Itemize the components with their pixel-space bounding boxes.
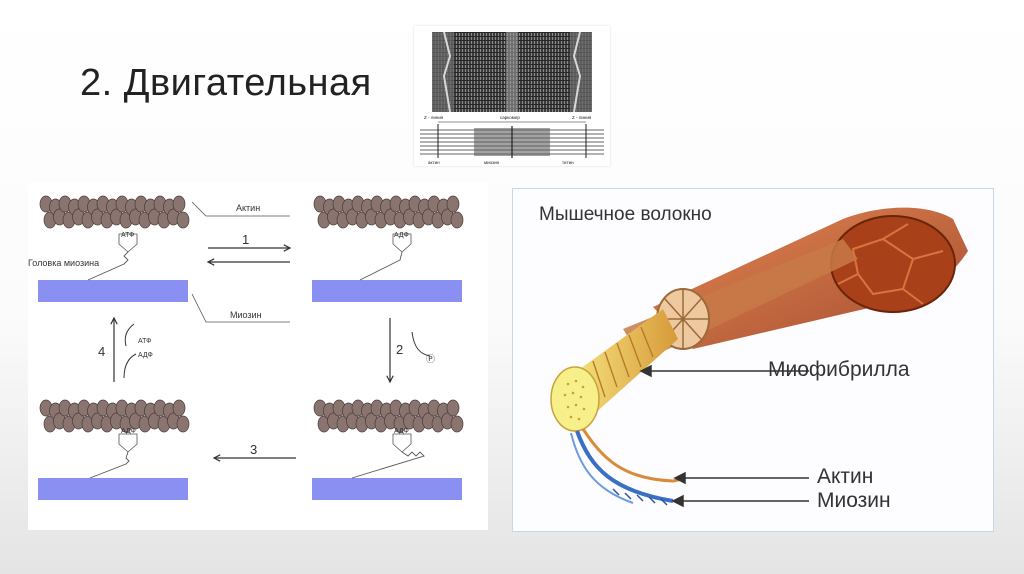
- myosin-neck: [87, 251, 129, 281]
- myosin-neck: [351, 451, 425, 479]
- actin-bead: [446, 195, 460, 213]
- phosphate-symbol: Ⓟ: [426, 354, 436, 364]
- arrow-step-1-forward-head: [283, 244, 292, 252]
- phosphate-release-curve: [411, 331, 431, 357]
- actin-bead: [172, 195, 186, 213]
- step-number-2: 2: [396, 342, 404, 357]
- arrow-step-2-head: [386, 375, 394, 384]
- label-myosin-head: Головка миозина: [28, 258, 100, 268]
- head-state-1: АТФ: [121, 232, 135, 239]
- myosin-leader: [191, 293, 290, 323]
- micrograph-label-z2: Z - линия: [572, 115, 592, 120]
- actin-bead: [176, 211, 190, 229]
- step-number-1: 1: [242, 232, 250, 247]
- actin-strand: [581, 428, 684, 483]
- muscle-fiber-illustration: [550, 207, 968, 508]
- head-state-4: АДФ: [394, 428, 409, 435]
- label-myosin: Миозин: [230, 310, 262, 320]
- myosin-filament: [38, 478, 188, 500]
- myosin-head: [118, 433, 138, 453]
- myosin-strand: [575, 430, 674, 503]
- fiber-cross-section: [830, 215, 956, 313]
- myosin-neck: [89, 451, 130, 479]
- actin-bead: [450, 415, 464, 433]
- label-muscle-fiber: Мышечное волокно: [539, 204, 712, 225]
- myosin-filament: [312, 478, 462, 500]
- myosin-head: [118, 233, 138, 253]
- muscle-fiber-diagram: Мышечное волокно Миофибрилла Актин Миози…: [512, 188, 994, 532]
- myosin-filament: [38, 280, 188, 302]
- adp-release-curve: [123, 353, 137, 379]
- arrow-step-1-reverse-head: [206, 258, 215, 266]
- myosin-filament: [312, 280, 462, 302]
- label-actin: Актин: [236, 203, 261, 213]
- actin-bead: [450, 211, 464, 229]
- label-myofibril: Миофибрилла: [768, 358, 910, 381]
- sarcomere-micrograph: Z - линия саркомер Z - линия актин миози…: [414, 26, 610, 166]
- micrograph-label-z1: Z - линия: [424, 115, 444, 120]
- cross-bridge-cycle-diagram: Актин Головка миозина Миозин 1 2 3 4 АТФ…: [28, 182, 488, 530]
- step-number-3: 3: [250, 442, 258, 457]
- actin-bead: [446, 399, 460, 417]
- head-state-3: АДФ: [121, 428, 136, 435]
- micrograph-label-myosin: миозин: [484, 160, 500, 165]
- myosin-head: [392, 233, 412, 253]
- actin-leader: [191, 201, 290, 217]
- head-state-2: АДФ: [394, 232, 409, 239]
- actin-bead: [176, 415, 190, 433]
- slide-title: 2. Двигательная: [80, 62, 372, 104]
- step4-input-atp: АТФ: [138, 338, 152, 345]
- micrograph-label-sarcomere: саркомер: [500, 115, 520, 120]
- arrow-step-3-head: [212, 454, 221, 462]
- cycle-diagram-svg: [38, 195, 464, 500]
- micrograph-label-titin: титин: [562, 160, 574, 165]
- actin-bead: [172, 399, 186, 417]
- step-number-4: 4: [98, 344, 106, 359]
- label-actin-fiber: Актин: [817, 465, 874, 488]
- micrograph-label-actin: актин: [428, 160, 440, 165]
- sarcomere-micrograph-image: Z - линия саркомер Z - линия актин миози…: [420, 31, 604, 165]
- step4-input-adp: АДФ: [138, 352, 153, 359]
- myosin-neck: [359, 251, 403, 281]
- myosin-head: [392, 433, 412, 453]
- atp-binding-curve: [124, 323, 135, 347]
- label-myosin-fiber: Миозин: [817, 489, 891, 512]
- arrow-step-4-head: [110, 316, 118, 325]
